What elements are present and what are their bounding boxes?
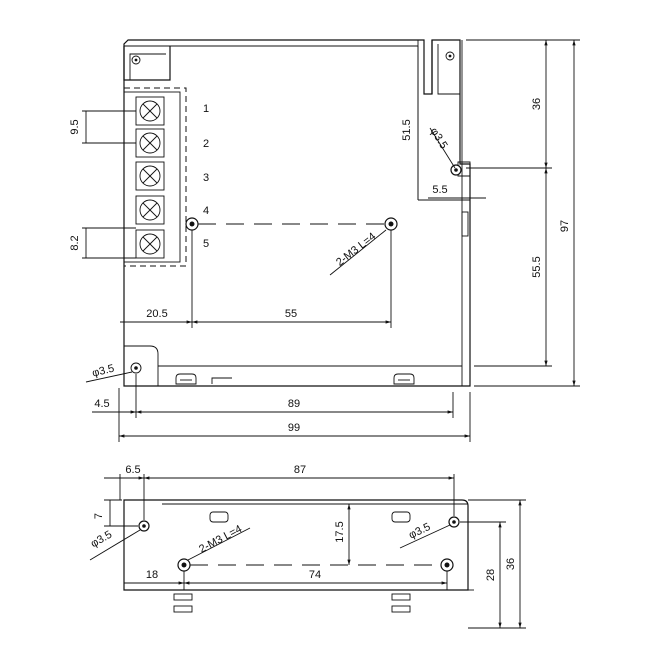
svg-text:2-M3 L=4: 2-M3 L=4	[334, 231, 378, 269]
dim-hole-dia: φ3.5	[85, 363, 133, 383]
svg-text:φ3.5: φ3.5	[428, 126, 450, 151]
dim-bottom-left-offset: 6.5	[104, 464, 144, 480]
dim-left-offset: 20.5	[120, 230, 193, 328]
bottom-view-outline	[123, 499, 469, 591]
terminal-number-2: 2	[203, 138, 209, 150]
svg-text:5.5: 5.5	[432, 184, 447, 196]
dim-bottom-top-drop: 7	[93, 499, 138, 527]
mount-hole-right-side	[450, 164, 462, 176]
bottom-hole-right	[448, 516, 460, 528]
dim-width: 99	[119, 422, 470, 438]
terminal-number-3: 3	[203, 172, 209, 184]
dim-last-pitch: 8.2	[69, 227, 136, 259]
svg-text:2-M3 L=4: 2-M3 L=4	[197, 523, 244, 556]
bottom-hole-left	[138, 520, 150, 532]
mount-hole-bottom-left	[130, 362, 142, 374]
svg-text:51.5: 51.5	[401, 119, 413, 140]
svg-text:97: 97	[559, 220, 571, 232]
dim-hole-span: 89	[136, 398, 453, 414]
svg-text:20.5: 20.5	[146, 308, 167, 320]
dim-bottom-height-total: 36	[505, 500, 522, 628]
dim-screw-span: 55	[192, 230, 392, 328]
svg-text:87: 87	[294, 464, 306, 476]
dim-right-hole: φ3.5	[428, 126, 456, 169]
svg-text:17.5: 17.5	[334, 521, 346, 542]
svg-text:55: 55	[285, 308, 297, 320]
dim-hole-offset: 4.5	[92, 398, 136, 414]
dim-bottom-screw-left: 18	[124, 569, 184, 585]
bottom-view: 6.5 87 7 φ3.5 2-M3 L=4 17.5	[89, 464, 526, 629]
svg-text:18: 18	[146, 569, 158, 581]
bottom-m3-screw-left	[177, 558, 191, 572]
terminal-block: 1 2 3 4 5	[123, 87, 209, 267]
dim-screw-note-top: 2-M3 L=4	[329, 229, 387, 276]
dim-bottom-screw-height: 17.5	[334, 504, 351, 565]
svg-text:6.5: 6.5	[125, 464, 140, 476]
dim-bottom-screw-note: 2-M3 L=4	[187, 523, 251, 561]
dim-small-offset: 5.5	[428, 184, 486, 199]
svg-text:36: 36	[505, 558, 517, 570]
svg-text:7: 7	[93, 513, 105, 519]
svg-text:89: 89	[288, 398, 300, 410]
dim-bottom-left-hole: φ3.5	[89, 529, 141, 561]
dim-bottom-screw-span: 74	[184, 569, 447, 585]
terminal-screws	[135, 96, 165, 259]
svg-text:4.5: 4.5	[94, 398, 109, 410]
dim-bottom-right-height: 28	[485, 522, 502, 628]
mount-hole-top-left	[131, 55, 141, 65]
svg-text:φ3.5: φ3.5	[91, 363, 116, 380]
dim-height-upper: 36	[531, 40, 548, 168]
svg-text:74: 74	[309, 569, 321, 581]
svg-text:8.2: 8.2	[69, 235, 81, 250]
dim-height-total: 97	[559, 40, 576, 386]
dim-side-hole-drop: 51.5	[401, 46, 419, 200]
terminal-number-4: 4	[203, 205, 209, 217]
top-left-tab	[123, 46, 171, 81]
svg-text:9.5: 9.5	[69, 119, 81, 134]
terminal-number-1: 1	[203, 103, 209, 115]
dim-height-lower: 55.5	[531, 168, 548, 366]
svg-text:φ3.5: φ3.5	[89, 529, 114, 551]
top-view-outline	[123, 39, 471, 387]
m3-screw-left	[185, 217, 199, 231]
m3-screw-right	[384, 217, 398, 231]
svg-text:28: 28	[485, 569, 497, 581]
mount-hole-top-right	[445, 51, 455, 61]
dim-bottom-right-hole: φ3.5	[399, 521, 451, 549]
terminal-number-5: 5	[203, 238, 209, 250]
svg-text:55.5: 55.5	[531, 256, 543, 277]
bottom-m3-screw-right	[440, 558, 454, 572]
dim-bottom-hole-span: 87	[144, 464, 454, 480]
dim-pitch: 9.5	[69, 110, 136, 144]
top-view: 1 2 3 4 5	[69, 39, 580, 442]
svg-text:99: 99	[288, 422, 300, 434]
svg-text:36: 36	[531, 98, 543, 110]
